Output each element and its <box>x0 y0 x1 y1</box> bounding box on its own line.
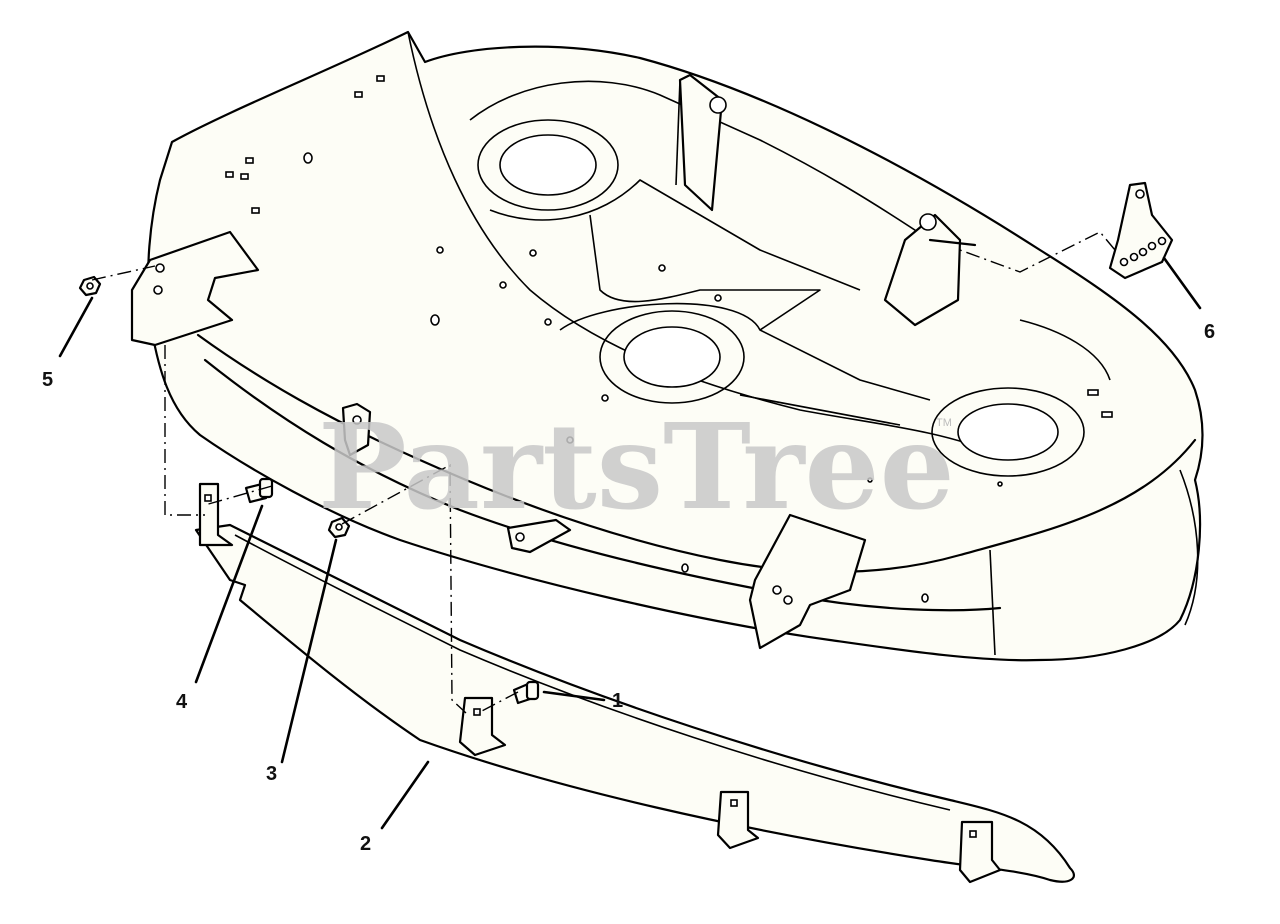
baffle-mount-tabs <box>198 482 1002 884</box>
callout-6: 6 <box>1204 321 1215 343</box>
adjustment-link-part-6 <box>1108 181 1174 280</box>
front-baffle-part-2 <box>194 523 1075 883</box>
callout-3: 3 <box>266 763 277 785</box>
watermark: PartsTree <box>318 397 955 536</box>
spindle-openings <box>477 119 1085 477</box>
deflector-brackets <box>341 402 572 554</box>
hitch-bracket-left <box>675 73 727 212</box>
hex-nut-part-5 <box>78 275 102 297</box>
callout-5: 5 <box>42 369 53 391</box>
hitch-bracket-right <box>883 213 977 327</box>
callout-leaders <box>58 256 1202 830</box>
left-gauge-bracket <box>130 230 260 347</box>
callout-2: 2 <box>360 833 371 855</box>
deck-mounting-holes <box>225 75 1113 603</box>
bolt-part-4 <box>244 477 274 504</box>
trademark-symbol: TM <box>936 417 952 429</box>
callout-4: 4 <box>176 691 188 713</box>
right-gauge-bracket <box>748 513 867 650</box>
bolt-part-1 <box>512 680 540 705</box>
callout-1: 1 <box>612 690 623 712</box>
assembly-lines <box>91 231 1116 714</box>
